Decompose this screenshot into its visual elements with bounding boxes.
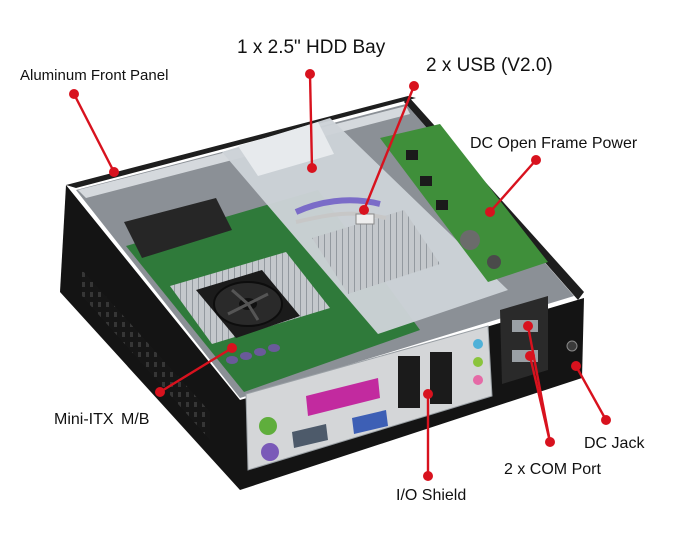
parallel-port-icon (306, 378, 380, 416)
mini-itx-chassis (60, 96, 584, 490)
callout-dot (485, 207, 495, 217)
callout-line-front-panel (72, 93, 116, 173)
rear-port-plate (500, 296, 548, 384)
callout-line-hdd (308, 73, 314, 169)
callout-dot (305, 69, 315, 79)
io-ports (259, 339, 483, 461)
dc-power-components (406, 150, 501, 269)
callout-dot (525, 351, 535, 361)
label-com-port: 2 x COM Port (504, 461, 601, 478)
label-io-shield: I/O Shield (396, 487, 467, 504)
callout-line-com-2 (528, 355, 552, 443)
audio-jack-icon (473, 375, 483, 385)
left-side-vents (82, 270, 210, 440)
callout-dot (155, 387, 165, 397)
callout-dot (109, 167, 119, 177)
chipset-heatsink (312, 210, 440, 294)
callout-dot (307, 163, 317, 173)
callout-dots (69, 69, 611, 481)
dc-power-board (380, 124, 548, 282)
callout-line-mini-itx (159, 346, 233, 394)
label-front-panel: Aluminum Front Panel (20, 67, 169, 84)
io-cable-bundle (124, 198, 232, 258)
ps2-port-icon (259, 417, 277, 435)
callout-line-usb (362, 85, 416, 211)
audio-jack-icon (473, 357, 483, 367)
callout-dot (359, 205, 369, 215)
label-mini-itx: Mini-ITX M/B (54, 411, 150, 428)
callout-dot (409, 81, 419, 91)
hdd-bay-top-plate (238, 122, 334, 176)
label-hdd-bay: 1 x 2.5" HDD Bay (237, 37, 386, 58)
callout-dot (423, 471, 433, 481)
callout-dot (69, 89, 79, 99)
callouts (72, 73, 608, 476)
label-usb: 2 x USB (V2.0) (426, 55, 553, 76)
serial-port-icon (292, 424, 328, 448)
vga-port-icon (352, 410, 388, 434)
usb-lan-stack-icon (430, 352, 452, 404)
callout-line-dc-power (489, 159, 537, 213)
cpu-fan-icon (196, 270, 300, 338)
callout-dot (571, 361, 581, 371)
usb-lan-stack-icon (398, 356, 420, 408)
callout-dot (423, 389, 433, 399)
callout-dot (531, 155, 541, 165)
ps2-port-icon (261, 443, 279, 461)
callout-dot (545, 437, 555, 447)
callout-dot (227, 343, 237, 353)
label-dc-power: DC Open Frame Power (470, 135, 638, 152)
callout-dot (601, 415, 611, 425)
audio-jack-icon (473, 339, 483, 349)
internal-cables-2 (295, 211, 387, 224)
label-dc-jack: DC Jack (584, 435, 645, 452)
dc-jack-icon (566, 340, 578, 352)
motherboard-capacitors (226, 344, 280, 364)
internal-cables (294, 197, 381, 215)
usb-header-connector (355, 213, 375, 225)
callout-line-dc-jack (574, 365, 608, 421)
callout-dot (523, 321, 533, 331)
